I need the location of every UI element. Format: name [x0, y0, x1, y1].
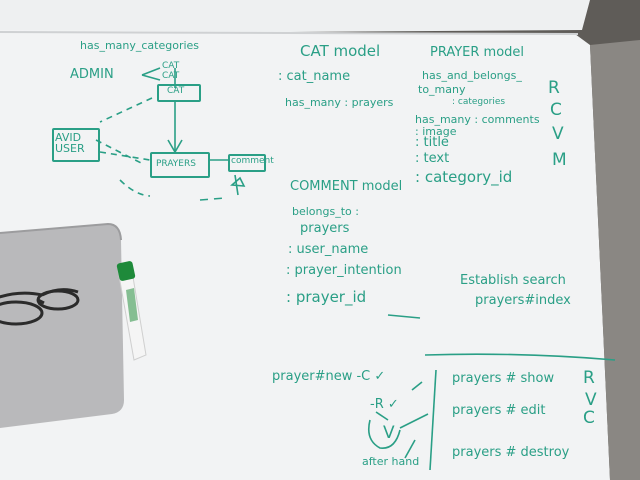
- prayer-category-id-field: : category_id: [415, 168, 513, 186]
- prayer-habtm-line2: to_many: [418, 83, 466, 96]
- cat-model-cat-name: : cat_name: [278, 69, 351, 84]
- avid-user-label: AVID USER: [55, 131, 85, 155]
- route-edit-c: C: [583, 408, 595, 428]
- comment-belongs-to-prayers: prayers: [300, 221, 350, 236]
- comment-user-name-field: : user_name: [288, 242, 369, 257]
- route-read: -R ✓: [370, 397, 399, 412]
- route-after-hand: after hand: [362, 455, 420, 468]
- cat-model-has-many: has_many : prayers: [285, 96, 394, 109]
- comment-entity-label: comment: [231, 156, 274, 166]
- route-edit: prayers # edit: [452, 403, 546, 418]
- prayer-text-field: : text: [415, 151, 450, 166]
- establish-search-line2: prayers#index: [475, 293, 571, 308]
- crud-letter-m: M: [552, 150, 567, 170]
- prayer-title-field: : title: [415, 135, 449, 150]
- cat-label-a: CAT: [162, 61, 180, 71]
- comment-model-title: COMMENT model: [290, 179, 403, 194]
- crud-letter-r: R: [548, 78, 560, 98]
- comment-prayer-id-field: : prayer_id: [286, 288, 367, 306]
- eyeglasses-image: [0, 288, 80, 326]
- prayer-image-field: : image: [415, 125, 457, 138]
- comment-belongs-to: belongs_to :: [292, 205, 359, 218]
- prayer-model-title: PRAYER model: [430, 45, 525, 60]
- route-edit-v: V: [585, 390, 597, 410]
- comment-entity-box: [228, 154, 266, 172]
- route-v-circled: V: [383, 423, 395, 443]
- route-show: prayers # show: [452, 371, 555, 386]
- prayer-habtm-line3: : categories: [452, 97, 506, 107]
- avid-user-entity-box: [52, 128, 100, 162]
- cat-entity-box: [157, 84, 201, 102]
- admin-label: ADMIN: [70, 67, 114, 82]
- cat-label-b: CAT: [162, 71, 180, 81]
- crud-letter-c: C: [550, 100, 562, 120]
- has-many-categories-note: has_many_categories: [80, 39, 200, 52]
- prayers-entity-label: PRAYERS: [156, 159, 196, 169]
- establish-search-line1: Establish search: [460, 273, 566, 288]
- prayer-habtm-line1: has_and_belongs_: [422, 69, 522, 82]
- cat-model-title: CAT model: [300, 42, 381, 60]
- cat-entity-label: CAT: [167, 86, 185, 96]
- marker-image: [116, 261, 147, 361]
- route-new: prayer#new -C ✓: [272, 369, 386, 384]
- prayers-entity-box: [150, 152, 210, 178]
- route-destroy: prayers # destroy: [452, 445, 570, 460]
- route-show-r: R: [583, 368, 595, 388]
- comment-prayer-intention-field: : prayer_intention: [286, 263, 402, 278]
- prayer-has-many-comments: has_many : comments: [415, 113, 540, 126]
- crud-letter-v: V: [552, 124, 564, 144]
- laptop-image: [0, 222, 124, 428]
